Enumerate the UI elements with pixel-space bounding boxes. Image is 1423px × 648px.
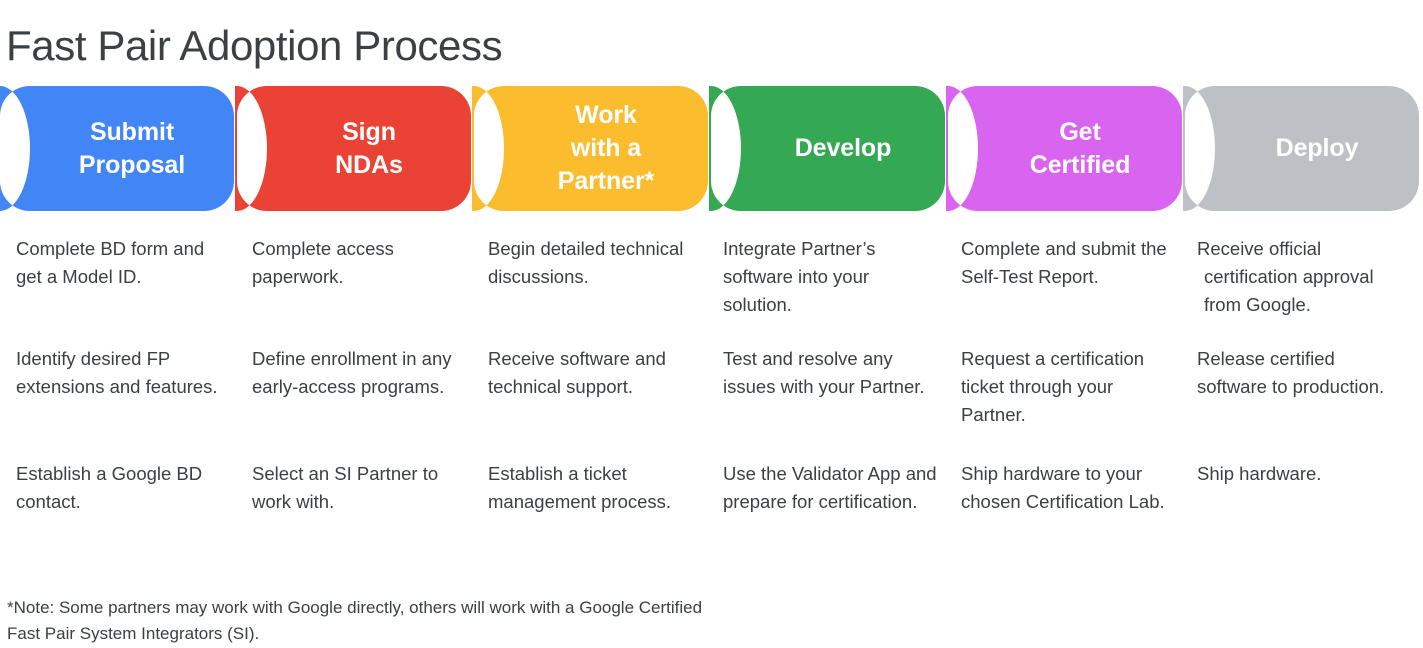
footnote: *Note: Some partners may work with Googl… [7,598,703,644]
process-stage-shape-deploy [1183,86,1419,211]
detail-item: Define enrollment in any early-access pr… [252,348,452,398]
detail-item: Receive software and technical support. [488,348,666,398]
detail-item: Begin detailed technical discussions. [488,238,684,288]
process-stage-shape-work-with-a-partner [472,86,708,211]
process-stage-shape-develop [709,86,945,211]
detail-item: Complete BD form and get a Model ID. [16,238,205,288]
detail-item: Ship hardware. [1197,463,1322,484]
detail-item: Complete access paperwork. [252,238,394,288]
process-stage-shape-get-certified [946,86,1182,211]
detail-item: Use the Validator App and prepare for ce… [723,463,937,513]
detail-item: Ship hardware to your chosen Certificati… [961,463,1165,513]
detail-item: Request a certification ticket through y… [961,348,1145,426]
process-stage-shape-submit-proposal [0,86,234,211]
process-stage-shape-sign-ndas [235,86,471,211]
detail-item: Complete and submit the Self-Test Report… [961,238,1167,288]
detail-item: Release certified software to production… [1197,348,1385,398]
detail-item: Test and resolve any issues with your Pa… [723,348,925,398]
detail-item: Identify desired FP extensions and featu… [16,348,218,398]
detail-item: Select an SI Partner to work with. [252,463,439,513]
detail-item: Integrate Partner’s software into your s… [723,238,876,316]
detail-item: Receive official certification approval … [1197,238,1374,316]
detail-item: Establish a ticket management process. [488,463,672,513]
page-title: Fast Pair Adoption Process [6,22,503,70]
detail-item: Establish a Google BD contact. [16,463,203,513]
process-banner-shapes [0,86,1419,211]
